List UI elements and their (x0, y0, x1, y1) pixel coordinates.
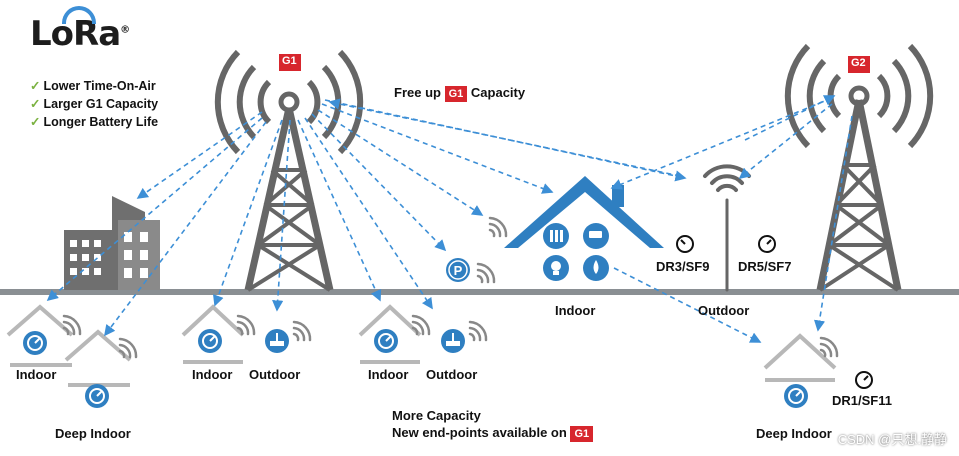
tower-icon (784, 43, 934, 292)
label-outdoor-3: Outdoor (426, 367, 478, 382)
label-deep-indoor-right: Deep Indoor (756, 426, 832, 441)
data-rate-dr1: DR1/SF11 (832, 393, 892, 408)
free-up-caption: Free up G1 Capacity (394, 85, 526, 102)
ground-line (0, 289, 959, 295)
label-deep-indoor-1: Deep Indoor (55, 426, 131, 441)
data-rate-dr5: DR5/SF7 (738, 259, 792, 274)
more-capacity-caption: More Capacity (392, 408, 481, 423)
house-icon (6, 304, 74, 337)
router-icon (265, 329, 465, 353)
label-indoor-1: Indoor (16, 367, 57, 382)
check-icon: ✓ (30, 115, 41, 129)
house-icon (504, 176, 664, 281)
house-icon (763, 333, 837, 370)
label-indoor-house: Indoor (555, 303, 596, 318)
house-icon (358, 304, 422, 337)
tower-icon (214, 49, 364, 292)
feature-1: ✓Lower Time-On-Air (30, 79, 156, 93)
new-endpoints-caption: New end-points available on G1 (392, 425, 594, 442)
data-rate-dr3: DR3/SF9 (656, 259, 710, 274)
label-outdoor-2: Outdoor (249, 367, 301, 382)
meter-icon (23, 329, 808, 408)
check-icon: ✓ (30, 79, 41, 93)
wifi-icon (62, 216, 839, 359)
g1-badge (279, 54, 301, 71)
svg-text:P: P (454, 263, 463, 278)
label-indoor-2: Indoor (192, 367, 233, 382)
g2-badge (848, 56, 870, 73)
feature-3: ✓Longer Battery Life (30, 115, 159, 129)
gauge-icon (676, 235, 873, 389)
watermark: CSDN @只想.静静 (837, 432, 947, 447)
g1-label: G1 (282, 55, 297, 67)
house-icon (181, 304, 245, 337)
parking-icon: P (446, 258, 470, 282)
label-indoor-3: Indoor (368, 367, 409, 382)
check-icon: ✓ (30, 97, 41, 111)
g2-label: G2 (851, 57, 866, 69)
label-outdoor-pole: Outdoor (698, 303, 750, 318)
building-icon (64, 196, 160, 290)
feature-2: ✓Larger G1 Capacity (30, 97, 159, 111)
wifi-icon (62, 6, 96, 24)
link-arrows (328, 95, 836, 177)
